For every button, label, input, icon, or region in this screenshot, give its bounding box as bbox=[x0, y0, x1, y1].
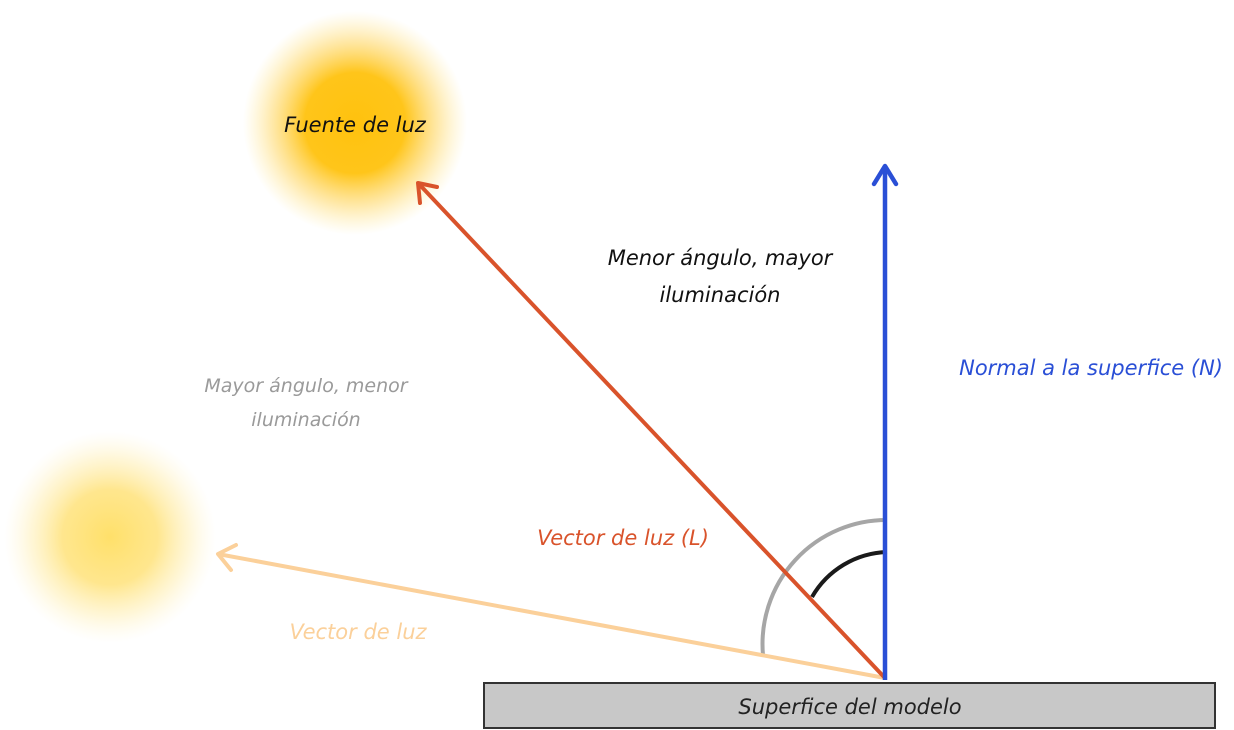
faint-light-vector-arrow bbox=[216, 543, 886, 680]
large-angle-arc bbox=[760, 517, 888, 656]
larger-angle-label-line1: Mayor ángulo, menor bbox=[204, 375, 408, 397]
light-vector-l-label: Vector de luz (L) bbox=[537, 526, 709, 550]
faint-light-vector-label: Vector de luz bbox=[289, 620, 427, 644]
light-source-label: Fuente de luz bbox=[284, 113, 427, 137]
light-vector-l-arrow bbox=[416, 181, 887, 680]
smaller-angle-label-line1: Menor ángulo, mayor bbox=[608, 246, 834, 270]
surface-normal-arrow bbox=[871, 163, 899, 680]
faint-light-source-sun bbox=[4, 431, 216, 643]
surface-normal-label: Normal a la superfice (N) bbox=[959, 356, 1223, 380]
larger-angle-label-line2: iluminación bbox=[251, 409, 360, 431]
smaller-angle-label-line2: iluminación bbox=[660, 283, 781, 307]
model-surface-label: Superfice del modelo bbox=[738, 695, 961, 719]
light-source-sun bbox=[243, 11, 467, 235]
model-surface-bar bbox=[483, 682, 1216, 729]
small-angle-arc bbox=[810, 550, 888, 598]
